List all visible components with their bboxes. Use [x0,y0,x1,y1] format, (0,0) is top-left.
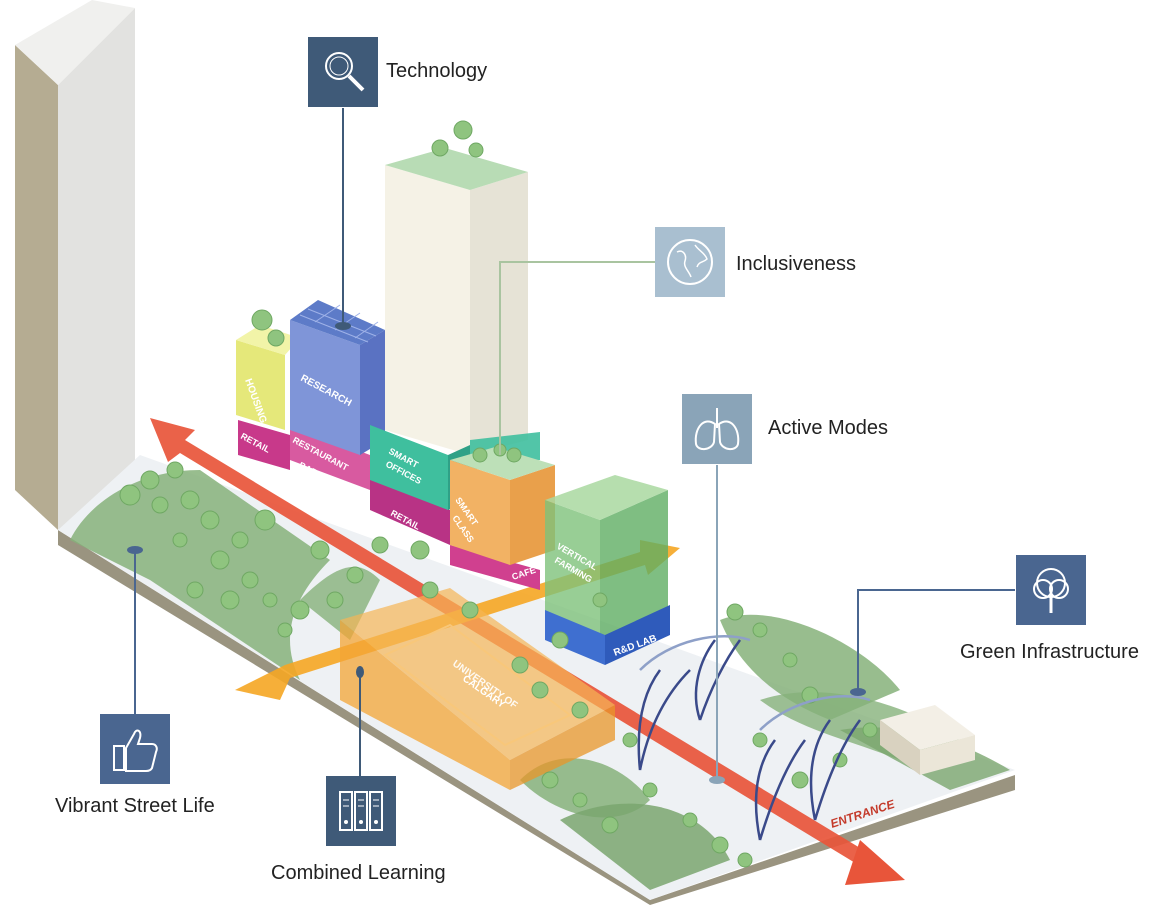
leader-lines [127,108,1015,784]
retail-base [238,420,540,590]
university-building [340,588,615,790]
active-modes-icon-box [682,394,752,464]
research-building [290,300,385,455]
green-infrastructure-icon-box [1016,555,1086,625]
combined-learning-icon-box [326,776,396,846]
tree-icon [1033,568,1069,613]
vertical-farming-building [545,475,668,640]
magnifier-icon [325,52,365,92]
left-tower [15,0,135,530]
vibrant-street-life-label: Vibrant Street Life [55,795,215,817]
inclusiveness-icon-box [655,227,725,297]
bookshelf-icon [339,791,383,831]
technology-label: Technology [386,60,488,82]
white-tower [385,148,528,455]
inclusiveness-label: Inclusiveness [736,253,857,275]
globe-icon [667,239,713,285]
lungs-icon [694,408,740,450]
rd-lab-building [545,605,670,665]
combined-learning-label: Combined Learning [271,862,446,884]
thumbs-up-icon [113,729,158,772]
canopy-structures [637,635,871,841]
active-modes-label: Active Modes [768,417,889,439]
trees [119,120,878,868]
technology-icon-box [308,37,378,107]
green-infrastructure-label: Green Infrastructure [960,641,1139,663]
vibrant-street-life-icon-box [100,714,170,784]
